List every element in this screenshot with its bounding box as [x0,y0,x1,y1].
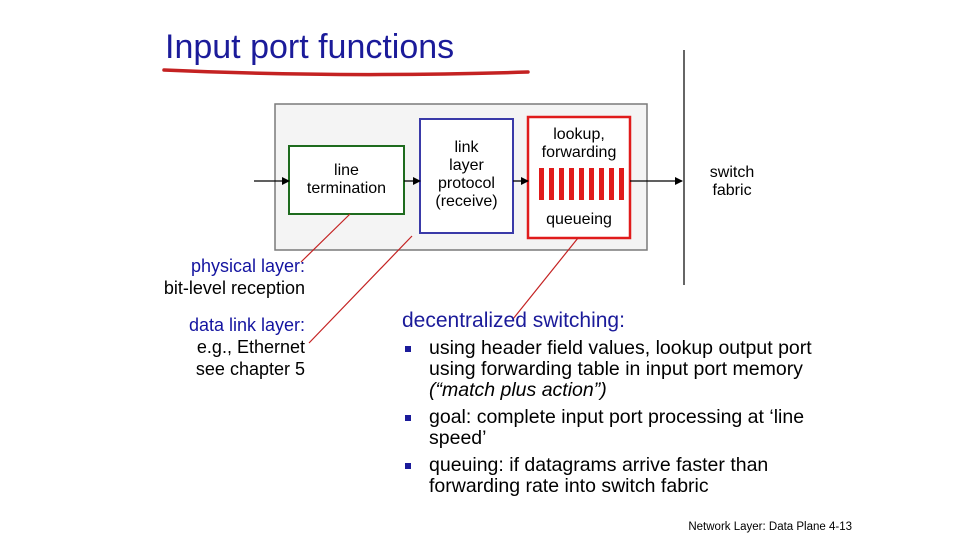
switch-fabric-label: switch fabric [709,164,755,199]
bullet-square-icon [405,415,411,421]
lookup-forwarding-label: lookup, forwarding [541,126,617,161]
bullet-square-icon [405,346,411,352]
link-layer-label: link layer protocol (receive) [435,139,498,210]
queueing-label: queueing [546,211,612,228]
bullet-square-icon [405,463,411,469]
queue-icon [539,168,624,200]
physical-layer-label: physical layer: [190,256,305,276]
list-item: queuing: if datagrams arrive faster than… [402,455,832,497]
slide-footer: Network Layer: Data Plane 4-13 [688,521,852,533]
physical-layer-callout [300,213,351,263]
data-link-callout [308,235,413,344]
data-link-layer-label: data link layer: [188,315,305,335]
decentralized-bullets: using header field values, lookup output… [402,338,832,503]
title-underline [162,68,530,77]
decentralized-callout [512,237,579,320]
link-layer-box [419,118,514,234]
line-termination-label: line termination [306,162,387,197]
list-item: goal: complete input port processing at … [402,407,832,449]
page-title: Input port functions [165,28,455,66]
list-item: using header field values, lookup output… [402,338,832,401]
decentralized-switching-title: decentralized switching: [402,309,625,332]
data-link-example: e.g., Ethernet [196,337,305,357]
physical-layer-desc: bit-level reception [163,278,305,298]
data-link-chapter: see chapter 5 [195,359,305,379]
